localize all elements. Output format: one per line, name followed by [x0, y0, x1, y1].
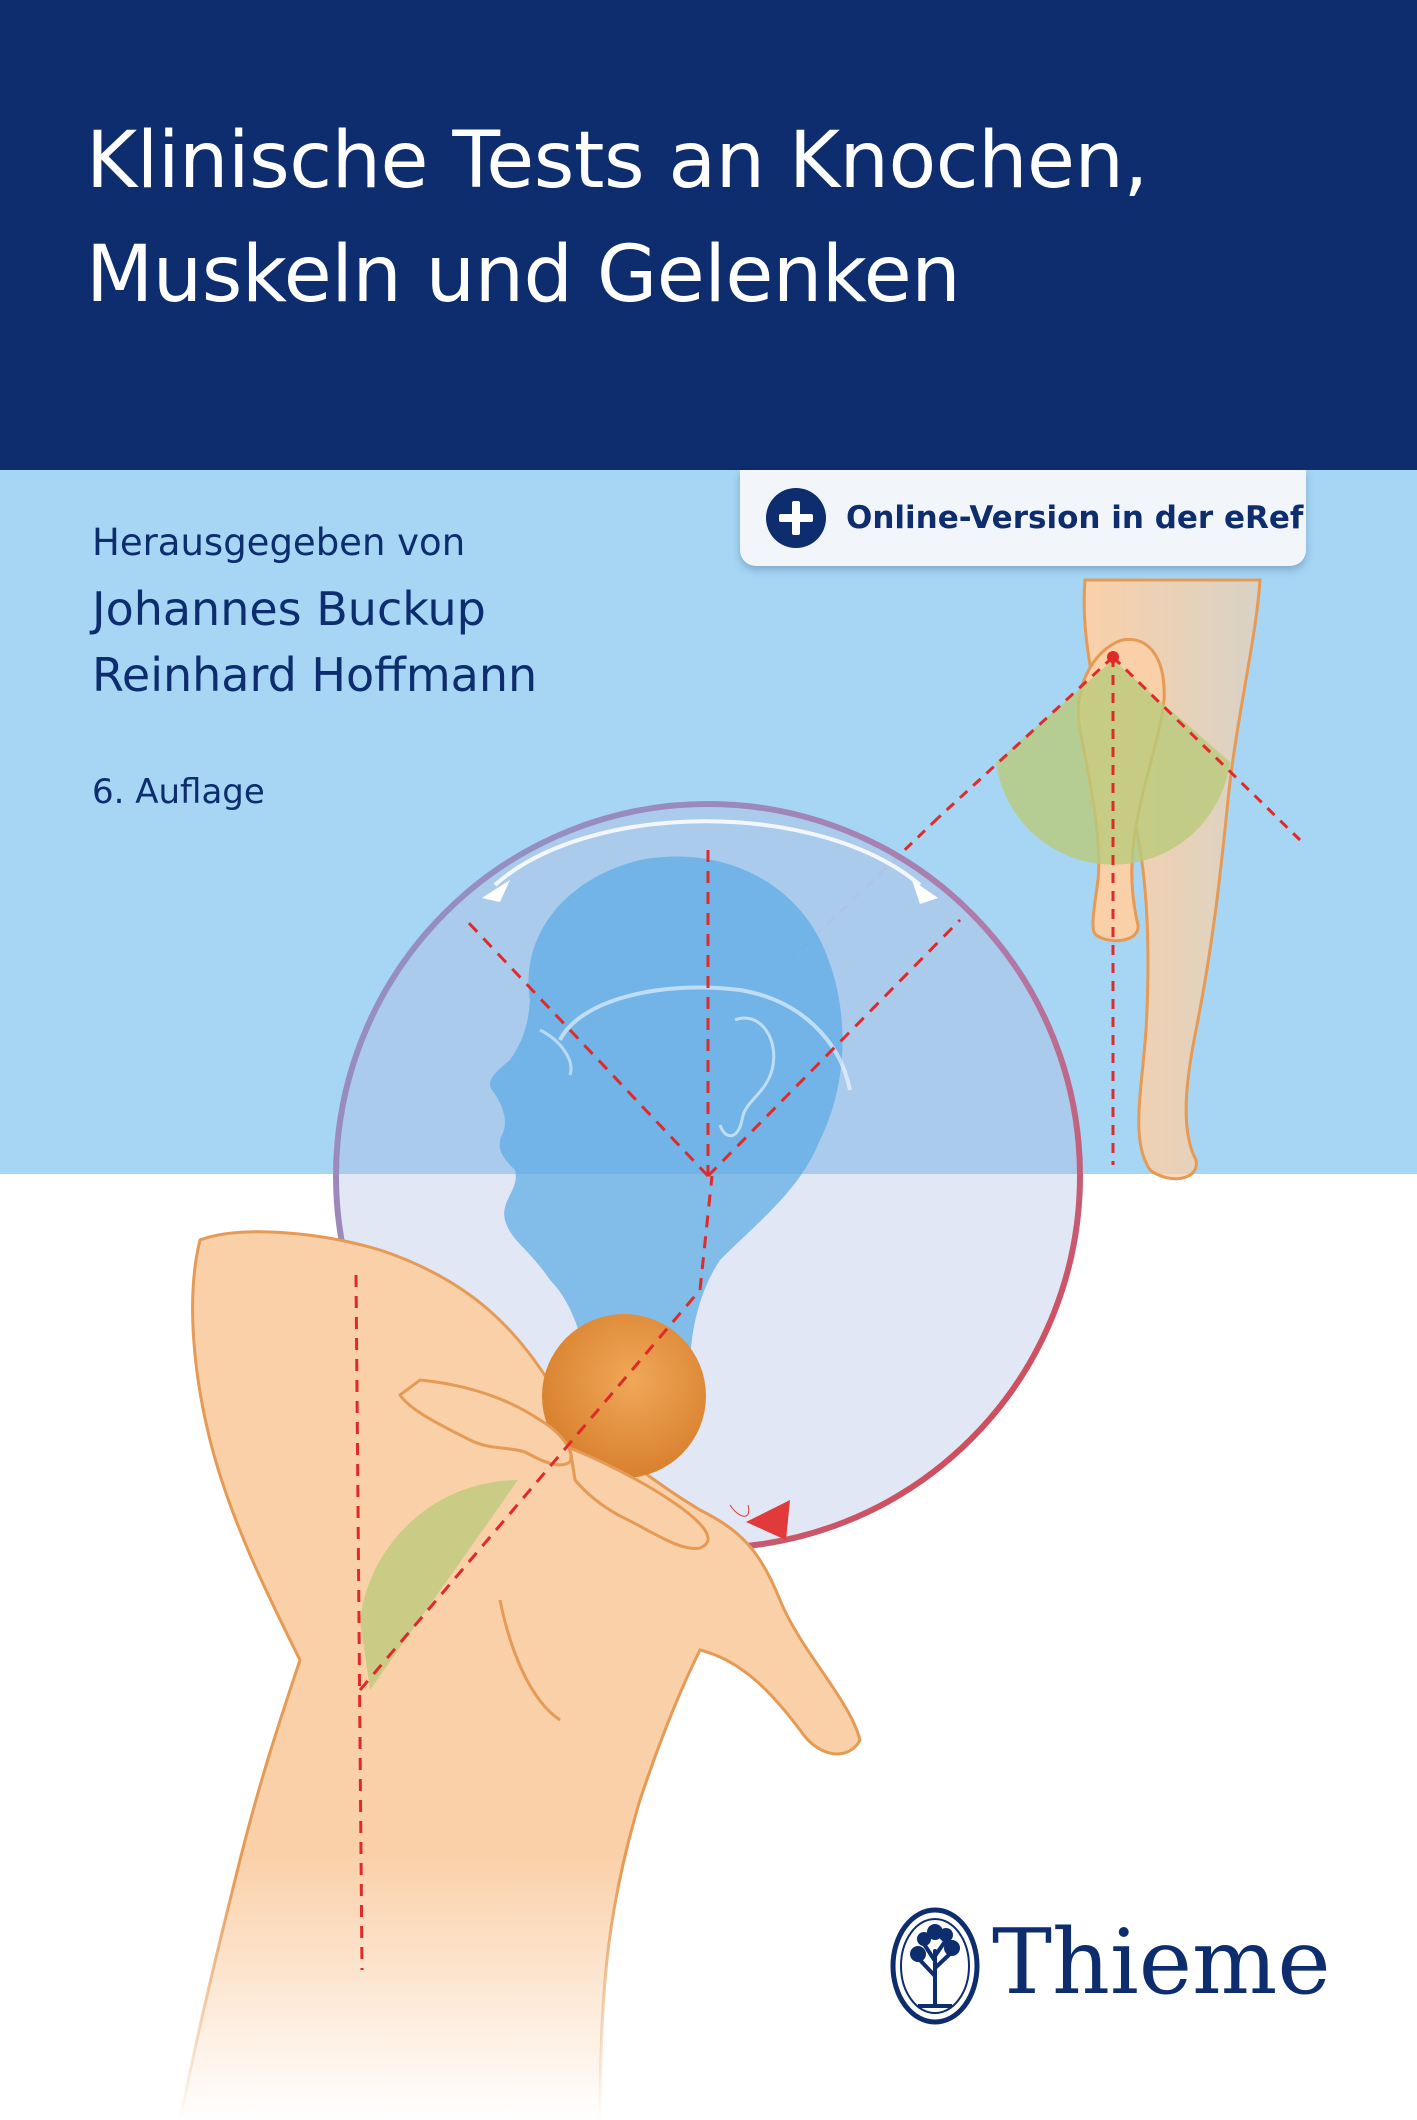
edition-label: 6. Auflage: [92, 772, 265, 812]
book-title: Klinische Tests an Knochen, Muskeln und …: [86, 104, 1336, 332]
title-line-2: Muskeln und Gelenken: [86, 230, 961, 320]
badge-label: Online-Version in der eRef: [846, 500, 1304, 536]
editors-intro: Herausgegeben von: [92, 521, 466, 564]
title-line-1: Klinische Tests an Knochen,: [86, 116, 1148, 206]
tree-emblem-icon: [890, 1907, 980, 2025]
editors-block: Herausgegeben von Johannes Buckup Reinha…: [92, 518, 537, 708]
publisher-logo: Thieme: [888, 1906, 1331, 2026]
plus-circle-icon: [766, 488, 826, 548]
online-version-badge[interactable]: Online-Version in der eRef: [740, 470, 1306, 566]
editor-name: Johannes Buckup: [92, 582, 486, 636]
standing-figure: [788, 578, 1302, 1181]
publisher-name: Thieme: [992, 1910, 1331, 2015]
torso-figure: [178, 1175, 862, 2120]
editor-name: Reinhard Hoffmann: [92, 648, 538, 702]
title-band: [0, 0, 1417, 470]
